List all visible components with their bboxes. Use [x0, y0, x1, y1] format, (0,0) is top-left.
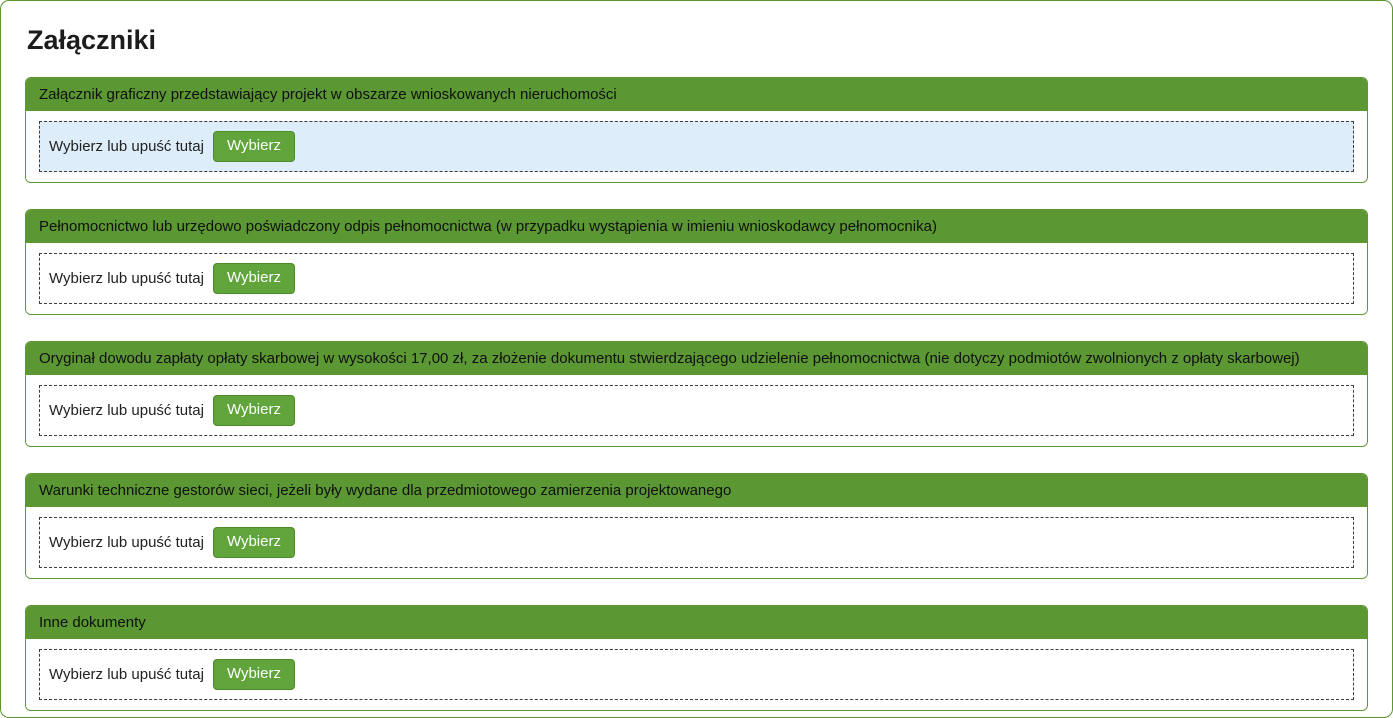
attachment-section: Warunki techniczne gestorów sieci, jeżel… — [25, 473, 1368, 579]
attachment-section-title: Pełnomocnictwo lub urzędowo poświadczony… — [39, 218, 937, 235]
dropzone-prompt: Wybierz lub upuść tutaj — [49, 270, 204, 287]
attachment-section: Inne dokumenty Wybierz lub upuść tutaj W… — [25, 605, 1368, 711]
file-dropzone[interactable]: Wybierz lub upuść tutaj Wybierz — [39, 385, 1354, 436]
attachment-section-body: Wybierz lub upuść tutaj Wybierz — [26, 243, 1367, 314]
attachment-section-body: Wybierz lub upuść tutaj Wybierz — [26, 111, 1367, 182]
attachment-sections: Załącznik graficzny przedstawiający proj… — [25, 77, 1368, 711]
attachment-section-body: Wybierz lub upuść tutaj Wybierz — [26, 375, 1367, 446]
attachment-section-body: Wybierz lub upuść tutaj Wybierz — [26, 507, 1367, 578]
file-dropzone[interactable]: Wybierz lub upuść tutaj Wybierz — [39, 649, 1354, 700]
attachment-section-header: Oryginał dowodu zapłaty opłaty skarbowej… — [26, 342, 1367, 375]
attachment-section-header: Pełnomocnictwo lub urzędowo poświadczony… — [26, 210, 1367, 243]
dropzone-prompt: Wybierz lub upuść tutaj — [49, 138, 204, 155]
attachment-section-title: Warunki techniczne gestorów sieci, jeżel… — [39, 482, 732, 499]
attachment-section-title: Oryginał dowodu zapłaty opłaty skarbowej… — [39, 350, 1300, 367]
dropzone-prompt: Wybierz lub upuść tutaj — [49, 534, 204, 551]
attachment-section: Pełnomocnictwo lub urzędowo poświadczony… — [25, 209, 1368, 315]
attachment-section-title: Inne dokumenty — [39, 614, 146, 631]
file-dropzone[interactable]: Wybierz lub upuść tutaj Wybierz — [39, 121, 1354, 172]
attachment-section: Załącznik graficzny przedstawiający proj… — [25, 77, 1368, 183]
attachment-section-body: Wybierz lub upuść tutaj Wybierz — [26, 639, 1367, 710]
file-dropzone[interactable]: Wybierz lub upuść tutaj Wybierz — [39, 517, 1354, 568]
attachment-section-header: Inne dokumenty — [26, 606, 1367, 639]
attachment-section: Oryginał dowodu zapłaty opłaty skarbowej… — [25, 341, 1368, 447]
choose-file-button[interactable]: Wybierz — [212, 659, 295, 690]
dropzone-prompt: Wybierz lub upuść tutaj — [49, 402, 204, 419]
choose-file-button[interactable]: Wybierz — [212, 263, 295, 294]
choose-file-button[interactable]: Wybierz — [212, 527, 295, 558]
attachment-section-header: Warunki techniczne gestorów sieci, jeżel… — [26, 474, 1367, 507]
page-title: Załączniki — [27, 25, 157, 55]
choose-file-button[interactable]: Wybierz — [212, 395, 295, 426]
attachment-section-title: Załącznik graficzny przedstawiający proj… — [39, 86, 617, 103]
file-dropzone[interactable]: Wybierz lub upuść tutaj Wybierz — [39, 253, 1354, 304]
dropzone-prompt: Wybierz lub upuść tutaj — [49, 666, 204, 683]
attachment-section-header: Załącznik graficzny przedstawiający proj… — [26, 78, 1367, 111]
choose-file-button[interactable]: Wybierz — [212, 131, 295, 162]
